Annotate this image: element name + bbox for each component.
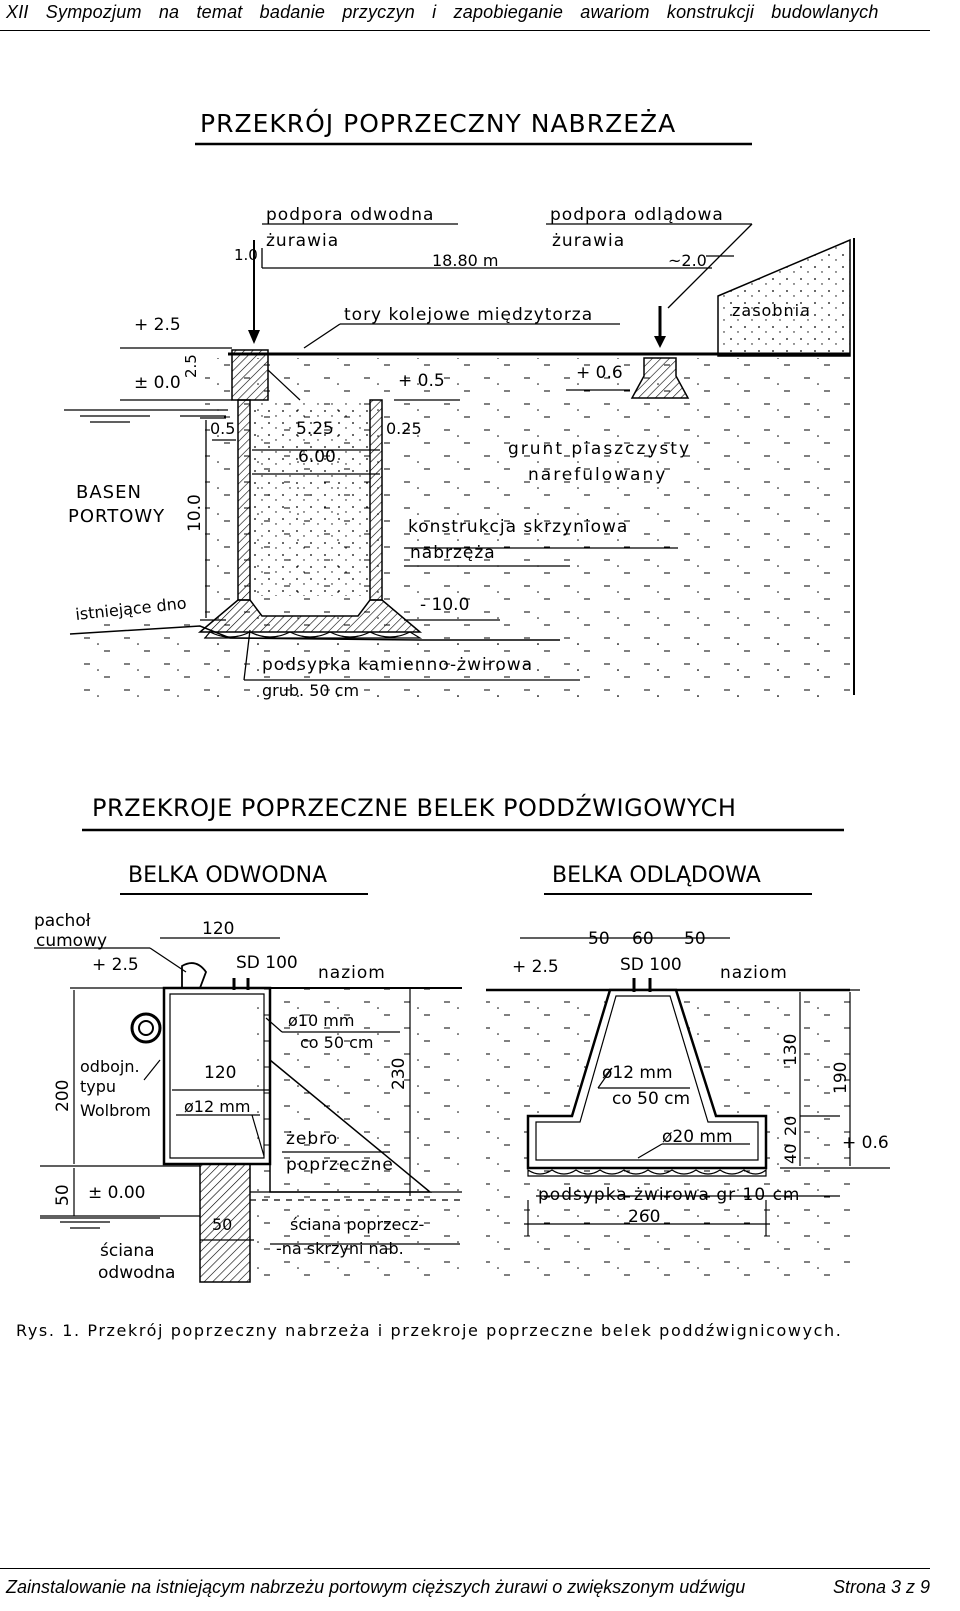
dim-50-horizontal: 50: [212, 1215, 232, 1234]
dim-2-0: ~2.0: [668, 251, 707, 270]
rear-footing: [630, 357, 690, 399]
dim-130: 130: [781, 1034, 801, 1066]
label-co50-left: co 50 cm: [300, 1033, 374, 1052]
label-podsypka: podsypka kamienno-żwirowa: [262, 655, 533, 675]
label-sciana: ściana: [100, 1241, 155, 1261]
technical-drawing: PRZEKRÓJ POPRZECZNY NABRZEŻA: [0, 60, 960, 1290]
label-fi20: ø20 mm: [662, 1127, 733, 1147]
leader-lines: [120, 223, 753, 681]
label-istniejace-dno: istniejące dno: [74, 593, 187, 624]
seabed-fill: [70, 620, 850, 700]
page-number: Strona 3 z 9: [832, 1577, 930, 1597]
level-0-0: ± 0.0: [134, 373, 181, 393]
level-2-5: + 2.5: [134, 315, 181, 335]
dim-50-vertical: 50: [53, 1184, 73, 1206]
seabed-line: [69, 625, 560, 641]
label-nabrzeza: nabrzęża: [410, 543, 496, 563]
figure2: PRZEKROJE POPRZECZNE BELEK PODDŹWIGOWYCH…: [34, 793, 890, 1283]
label-podpora-odladowa: podpora odlądowa: [550, 205, 724, 225]
label-sciana-poprzeczna-1: ściana poprzecz-: [290, 1215, 424, 1234]
label-zurawia-2: żurawia: [552, 231, 625, 251]
left-water: [40, 1215, 200, 1229]
dim-2-5-vertical: 2.5: [182, 354, 200, 378]
dim-20: 20: [781, 1116, 800, 1136]
label-konstrukcja: konstrukcja skrzyniowa: [408, 517, 628, 537]
dim-230: 230: [389, 1058, 409, 1090]
left-title: BELKA ODWODNA: [128, 863, 327, 888]
dim-190: 190: [831, 1062, 851, 1094]
dim-0-5: 0.5: [210, 419, 235, 438]
dim-0-25: 0.25: [386, 419, 422, 438]
dim-1-0: 1.0: [234, 246, 258, 264]
label-portowy: PORTOWY: [68, 506, 165, 527]
figure1: PRZEKRÓJ POPRZECZNY NABRZEŻA: [64, 108, 855, 700]
drawing-svg: PRZEKRÓJ POPRZECZNY NABRZEŻA: [34, 108, 890, 1283]
label-fi12-left: ø12 mm: [184, 1097, 250, 1116]
label-poprzeczne: poprzeczne: [286, 1155, 394, 1175]
dim-120-top: 120: [202, 919, 234, 939]
label-grub: grub. 50 cm: [262, 681, 359, 700]
dim-6-00: 6.00: [298, 447, 336, 467]
right-title: BELKA ODLĄDOWA: [552, 863, 761, 888]
label-zebro: żebro: [286, 1129, 338, 1149]
level-2-5-left: + 2.5: [92, 955, 139, 975]
fig2-title: PRZEKROJE POPRZECZNE BELEK PODDŹWIGOWYCH: [92, 793, 736, 822]
page-footer: Zainstalowanie na istniejącym nabrzeżu p…: [0, 1568, 930, 1609]
dim-50-a: 50: [588, 929, 610, 949]
label-podpora-odwodna: podpora odwodna: [266, 205, 434, 225]
label-podsypka-zwirowa: podsypka żwirowa gr 10 cm: [538, 1185, 800, 1205]
level-minus-10: - 10.0: [420, 595, 469, 615]
label-odbojn: odbojn.: [80, 1057, 140, 1076]
figure-caption: Rys. 1. Przekrój poprzeczny nabrzeża i p…: [16, 1321, 843, 1340]
label-tory: tory kolejowe międzytorza: [344, 305, 593, 325]
label-zasobnia: zasobnia: [732, 301, 811, 320]
caisson: [197, 349, 423, 639]
label-wolbrom: Wolbrom: [80, 1101, 151, 1120]
dim-260: 260: [628, 1207, 660, 1227]
dim-span: 18.80 m: [432, 251, 498, 270]
label-co50-right: co 50 cm: [612, 1089, 690, 1109]
dim-40: 40: [781, 1144, 800, 1164]
level-0-00: ± 0.00: [88, 1183, 146, 1203]
label-naziom-right: naziom: [720, 963, 788, 983]
dim-10-0: 10.0: [185, 494, 205, 532]
label-pachol: pachoł: [34, 911, 91, 931]
page-header: XII Sympozjum na temat badanie przyczyn …: [0, 0, 930, 31]
dim-200: 200: [53, 1080, 73, 1112]
dim-5-25: 5.25: [296, 419, 334, 439]
label-grunt-2: narefulowany: [528, 465, 667, 485]
level-0-6: + 0.6: [576, 363, 623, 383]
dim-60: 60: [632, 929, 654, 949]
level-2-5-right: + 2.5: [512, 957, 559, 977]
dim-120-inner: 120: [204, 1063, 236, 1083]
label-zurawia-1: żurawia: [266, 231, 339, 251]
water-lines: [64, 409, 228, 423]
left-beam-detail: [34, 937, 462, 1283]
label-fi12-right: ø12 mm: [602, 1063, 673, 1083]
label-naziom-left: naziom: [318, 963, 386, 983]
fig1-title: PRZEKRÓJ POPRZECZNY NABRZEŻA: [200, 108, 676, 138]
label-odwodna: odwodna: [98, 1263, 175, 1283]
label-sciana-poprzeczna-2: -na skrzyni nab.: [276, 1239, 404, 1258]
footer-title: Zainstalowanie na istniejącym nabrzeżu p…: [6, 1577, 746, 1597]
dim-50-b: 50: [684, 929, 706, 949]
label-fi10: ø10 mm: [288, 1011, 354, 1030]
label-cumowy: cumowy: [36, 931, 107, 951]
label-sd100-left: SD 100: [236, 953, 298, 973]
level-0-5: + 0.5: [398, 371, 445, 391]
label-grunt-1: grunt piaszczysty: [508, 439, 691, 459]
header-text: XII Sympozjum na temat badanie przyczyn …: [6, 2, 879, 22]
label-typu: typu: [80, 1077, 116, 1096]
level-0-6-right: + 0.6: [842, 1133, 889, 1153]
embankment: [717, 238, 851, 357]
label-sd100-right: SD 100: [620, 955, 682, 975]
right-beam-detail: [486, 937, 890, 1280]
label-basen: BASEN: [76, 482, 142, 503]
